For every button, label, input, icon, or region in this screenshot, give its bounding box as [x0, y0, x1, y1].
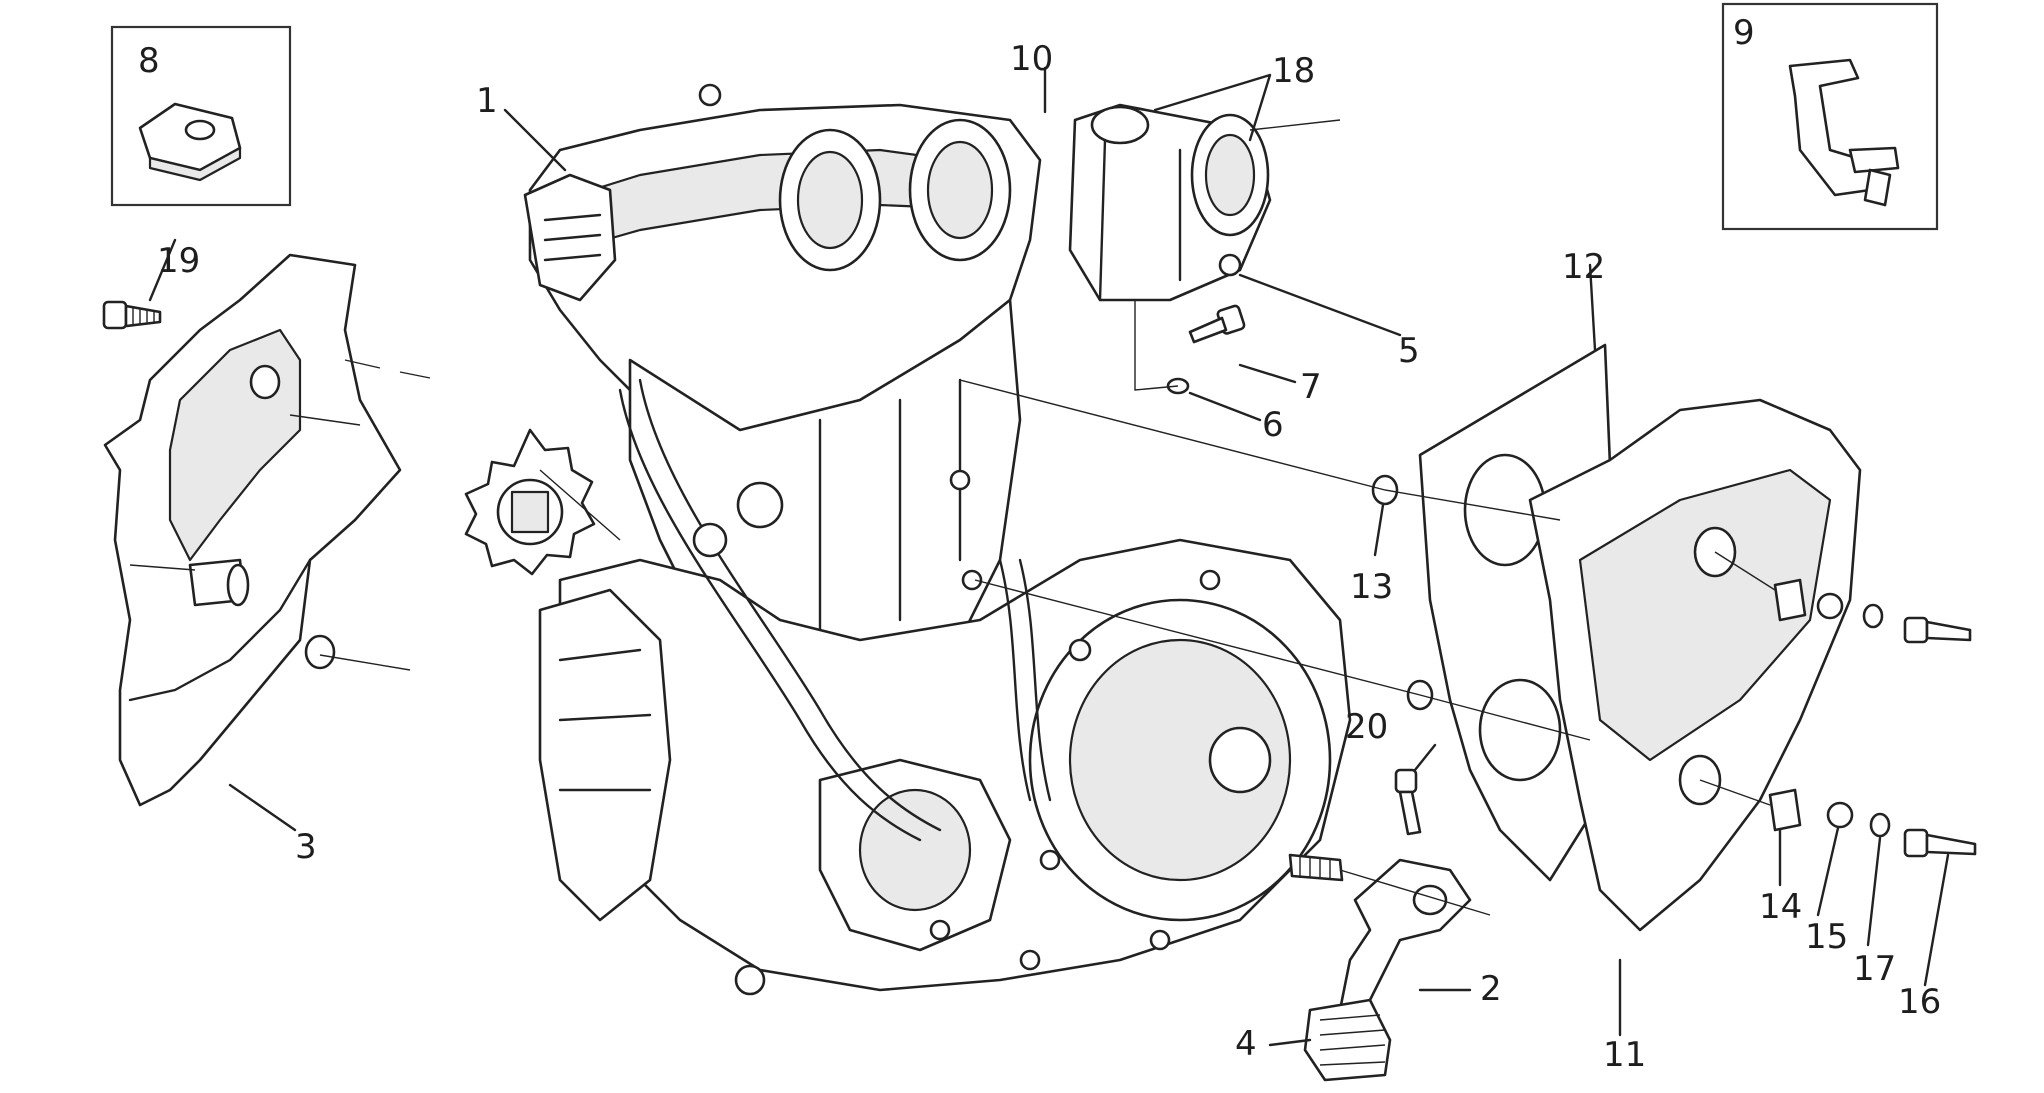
callout-14: 14 [1759, 887, 1802, 927]
callout-7: 7 [1300, 367, 1322, 407]
screw-part-19 [102, 300, 162, 330]
screw-part-20 [1394, 768, 1422, 836]
callout-20: 20 [1345, 707, 1388, 747]
callout-12: 12 [1562, 247, 1605, 287]
leader-lines [148, 66, 1950, 1047]
callout-6: 6 [1262, 405, 1284, 445]
side-cover-part-11 [1528, 398, 1862, 932]
callout-1: 1 [476, 81, 498, 121]
callout-13: 13 [1350, 567, 1393, 607]
bolt-part-7 [1188, 304, 1246, 344]
inset-box-8 [110, 25, 292, 207]
sprocket-cover-part-3 [103, 253, 402, 807]
callout-16: 16 [1898, 982, 1941, 1022]
callout-11: 11 [1603, 1035, 1646, 1075]
pedal-rubber-part-4 [1303, 998, 1392, 1082]
fastener-set-upper [1773, 578, 1972, 644]
gear-lever-part-2 [1338, 858, 1472, 1022]
callout-5: 5 [1398, 331, 1420, 371]
callout-19: 19 [157, 241, 200, 281]
callout-10: 10 [1010, 39, 1053, 79]
callout-17: 17 [1853, 949, 1896, 989]
fastener-set-lower [1768, 788, 1977, 858]
callout-4: 4 [1235, 1024, 1257, 1064]
callout-8: 8 [138, 41, 160, 81]
callout-3: 3 [295, 827, 317, 867]
callout-18: 18 [1272, 51, 1315, 91]
front-sprocket [464, 428, 596, 576]
engine-assembly-part-1 [523, 83, 1352, 996]
intake-manifold-part-5 [1068, 103, 1272, 302]
alignment-lines [129, 119, 1776, 916]
callout-15: 15 [1805, 917, 1848, 957]
callout-labels: 1 2 3 4 5 6 7 8 9 10 11 12 13 14 15 16 1… [138, 13, 1941, 1075]
callout-9: 9 [1733, 13, 1755, 53]
inset-box-9 [1721, 2, 1939, 231]
callout-2: 2 [1480, 969, 1502, 1009]
